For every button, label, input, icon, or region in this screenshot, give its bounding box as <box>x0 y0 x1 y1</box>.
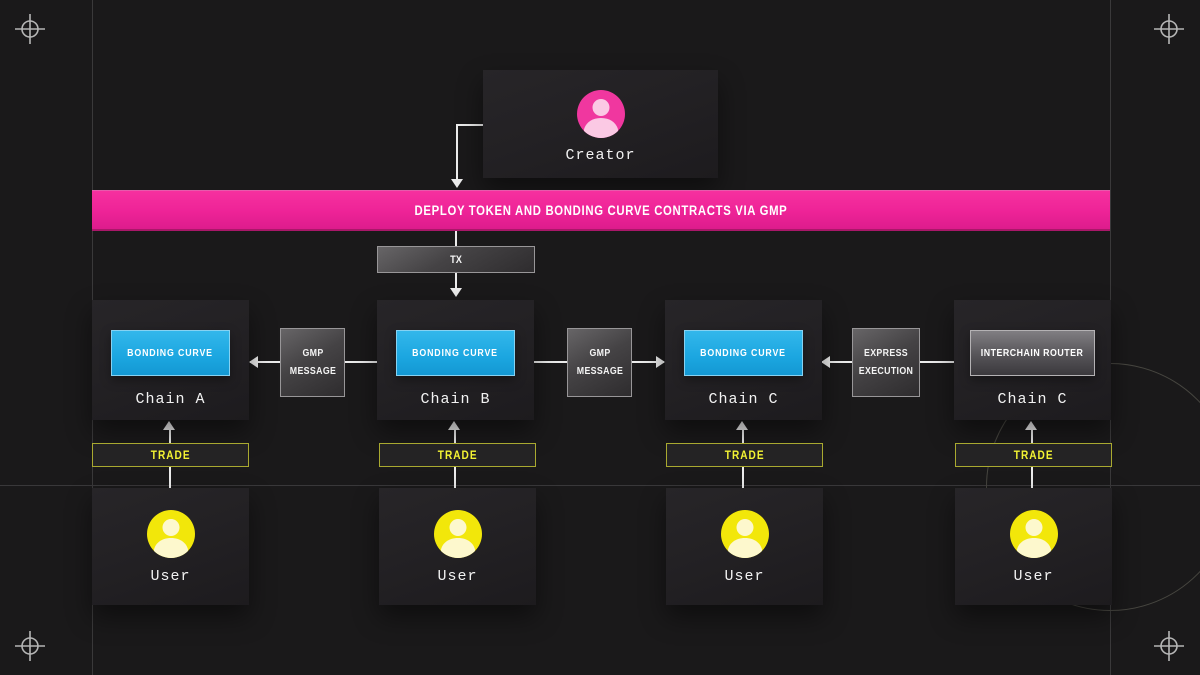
user-label: User <box>437 568 478 585</box>
user-node: User <box>92 488 249 605</box>
connector-user-to-trade-b <box>454 467 456 488</box>
user-label: User <box>1013 568 1054 585</box>
bonding-curve-button: BONDING CURVE <box>684 330 803 376</box>
arrowhead-up-into-router <box>1025 421 1037 430</box>
creator-node: Creator <box>483 70 718 178</box>
arrowhead-left-into-chain-c <box>821 356 830 368</box>
user-avatar-icon <box>720 510 769 558</box>
connector-creator-elbow-horizontal <box>457 124 484 126</box>
trade-box: TRADE <box>955 443 1112 467</box>
connector-trade-to-chain-c <box>742 429 744 443</box>
connector-user-to-trade-a <box>169 467 171 488</box>
connector-user-to-trade-d <box>1031 467 1033 488</box>
arrowhead-up-into-chain-a <box>163 421 175 430</box>
creator-avatar-icon <box>576 90 625 138</box>
bonding-curve-label: BONDING CURVE <box>127 347 214 359</box>
arrowhead-up-into-chain-b <box>448 421 460 430</box>
user-label: User <box>724 568 765 585</box>
bonding-curve-label: BONDING CURVE <box>700 347 787 359</box>
gmp-message-box: GMP MESSAGE <box>280 328 345 397</box>
trade-label: TRADE <box>724 448 765 462</box>
arrowhead-up-into-chain-c <box>736 421 748 430</box>
gmp-message-label: GMP MESSAGE <box>289 346 336 377</box>
interchain-router-button: INTERCHAIN ROUTER <box>970 330 1095 376</box>
chain-c-router-node: INTERCHAIN ROUTER Chain C <box>954 300 1111 420</box>
interchain-router-label: INTERCHAIN ROUTER <box>981 347 1084 359</box>
user-node: User <box>955 488 1112 605</box>
user-avatar-icon <box>433 510 482 558</box>
chain-b-label: Chain B <box>420 391 491 408</box>
express-execution-label: EXPRESS EXECUTION <box>858 346 914 377</box>
bonding-curve-label: BONDING CURVE <box>412 347 499 359</box>
guide-line-horizontal <box>0 485 1200 486</box>
creator-label: Creator <box>565 147 636 164</box>
deploy-banner: DEPLOY TOKEN AND BONDING CURVE CONTRACTS… <box>92 190 1110 231</box>
connector-tx-to-chain-b <box>455 273 457 289</box>
chain-c-router-label: Chain C <box>997 391 1068 408</box>
trade-box: TRADE <box>92 443 249 467</box>
bonding-curve-button: BONDING CURVE <box>396 330 515 376</box>
arrowhead-left-into-chain-a <box>249 356 258 368</box>
deploy-banner-label: DEPLOY TOKEN AND BONDING CURVE CONTRACTS… <box>414 202 788 218</box>
arrowhead-right-into-chain-c <box>656 356 665 368</box>
express-execution-box: EXPRESS EXECUTION <box>852 328 920 397</box>
crosshair-icon <box>15 14 45 44</box>
chain-c-node: BONDING CURVE Chain C <box>665 300 822 420</box>
chain-c-label: Chain C <box>708 391 779 408</box>
connector-trade-to-router <box>1031 429 1033 443</box>
user-avatar-icon <box>1009 510 1058 558</box>
gmp-message-label: GMP MESSAGE <box>576 346 623 377</box>
chain-b-node: BONDING CURVE Chain B <box>377 300 534 420</box>
trade-box: TRADE <box>379 443 536 467</box>
trade-label: TRADE <box>1013 448 1054 462</box>
tx-box: TX <box>377 246 535 273</box>
connector-banner-to-tx <box>455 231 457 247</box>
connector-trade-to-chain-a <box>169 429 171 443</box>
connector-user-to-trade-c <box>742 467 744 488</box>
trade-label: TRADE <box>150 448 191 462</box>
user-node: User <box>666 488 823 605</box>
arrowhead-down-into-banner <box>451 179 463 188</box>
arrowhead-down-into-chain-b <box>450 288 462 297</box>
chain-a-node: BONDING CURVE Chain A <box>92 300 249 420</box>
trade-box: TRADE <box>666 443 823 467</box>
crosshair-icon <box>1154 631 1184 661</box>
user-node: User <box>379 488 536 605</box>
user-avatar-icon <box>146 510 195 558</box>
connector-creator-elbow-vertical <box>456 124 458 180</box>
gmp-message-box: GMP MESSAGE <box>567 328 632 397</box>
trade-label: TRADE <box>437 448 478 462</box>
user-label: User <box>150 568 191 585</box>
crosshair-icon <box>15 631 45 661</box>
bonding-curve-button: BONDING CURVE <box>111 330 230 376</box>
tx-label: TX <box>450 253 462 266</box>
chain-a-label: Chain A <box>135 391 206 408</box>
connector-trade-to-chain-b <box>454 429 456 443</box>
crosshair-icon <box>1154 14 1184 44</box>
